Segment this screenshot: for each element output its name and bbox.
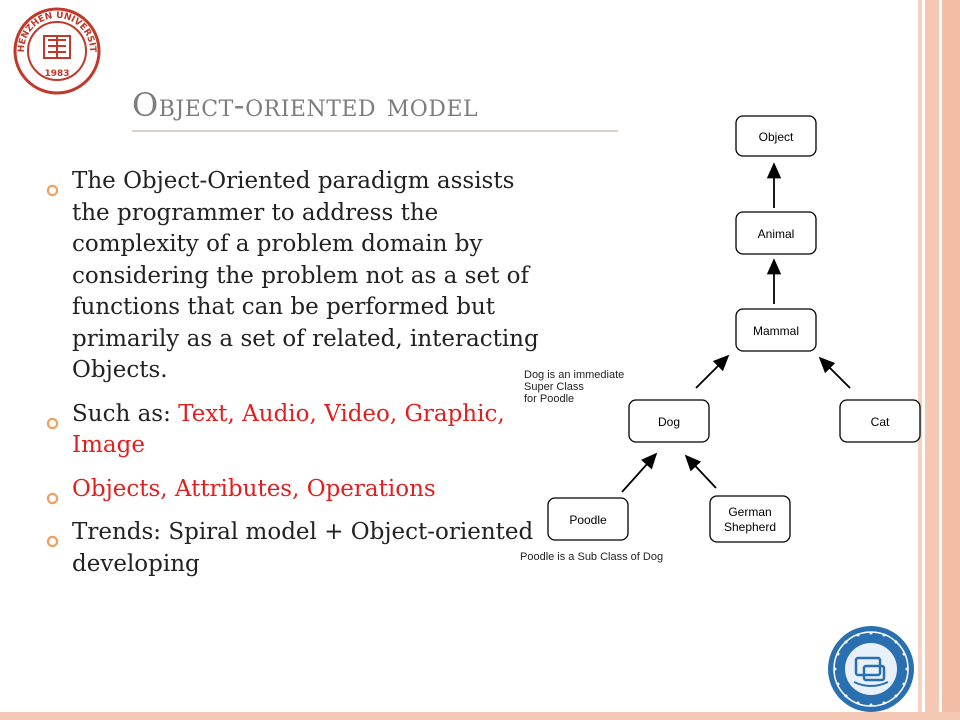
bullet-item: Such as: Text, Audio, Video, Graphic, Im… — [44, 399, 544, 462]
arrow-dog-to-mammal — [695, 354, 730, 389]
note-dog-line3: for Poodle — [524, 393, 574, 405]
note-poodle: Poodle is a Sub Class of Dog — [520, 551, 663, 563]
bullet-text: Text, Audio, Video, Graphic, Image — [72, 400, 505, 459]
node-animal-box — [735, 211, 817, 255]
bullet-dot-icon — [46, 175, 59, 197]
node-german-shepherd-box — [709, 495, 791, 543]
node-animal: Animal — [758, 227, 795, 241]
bullet-text: Such as: — [72, 400, 179, 427]
note-dog-line1: Dog is an immediate — [524, 369, 624, 381]
node-object-box — [735, 115, 817, 157]
title-underline — [132, 130, 618, 132]
node-german-shepherd-line2: Shepherd — [724, 520, 776, 534]
arrow-shepherd-to-dog — [684, 454, 717, 489]
bullet-list: The Object-Oriented paradigm assists the… — [44, 166, 544, 592]
bullet-text: Trends: Spiral model + Object-oriented d… — [72, 519, 534, 577]
note-dog-line2: Super Class — [524, 381, 584, 393]
inheritance-diagram: Object Animal Mammal Dog Cat Poodle Germ… — [520, 115, 921, 563]
node-dog-box — [628, 399, 710, 443]
bullet-item: The Object-Oriented paradigm assists the… — [44, 166, 544, 387]
node-mammal: Mammal — [753, 324, 799, 338]
bullet-dot-icon — [46, 408, 59, 429]
node-dog: Dog — [658, 415, 680, 429]
bullet-text: The Object-Oriented paradigm assists the… — [72, 168, 539, 383]
node-object: Object — [759, 130, 794, 144]
node-poodle: Poodle — [569, 513, 607, 527]
svg-text:1983: 1983 — [44, 69, 69, 79]
slide-title: Object-oriented model — [132, 86, 479, 124]
slide-right-border — [918, 0, 960, 720]
node-cat: Cat — [871, 415, 890, 429]
university-seal-logo: SHENZHEN UNIVERSITY 1983 — [8, 0, 102, 96]
node-poodle-box — [547, 497, 629, 541]
college-badge-logo — [826, 624, 916, 714]
node-mammal-box — [735, 308, 817, 352]
arrow-cat-to-mammal — [818, 356, 851, 389]
bullet-item: Objects, Attributes, Operations — [44, 474, 544, 506]
bullet-dot-icon — [46, 483, 59, 504]
arrow-poodle-to-dog — [621, 452, 658, 493]
bullet-dot-icon — [46, 526, 59, 548]
bullet-item: Trends: Spiral model + Object-oriented d… — [44, 517, 544, 580]
node-german-shepherd-line1: German — [728, 505, 771, 519]
node-cat-box — [839, 399, 921, 443]
slide-bottom-border — [0, 712, 960, 720]
bullet-text: Objects, Attributes, Operations — [72, 475, 436, 502]
